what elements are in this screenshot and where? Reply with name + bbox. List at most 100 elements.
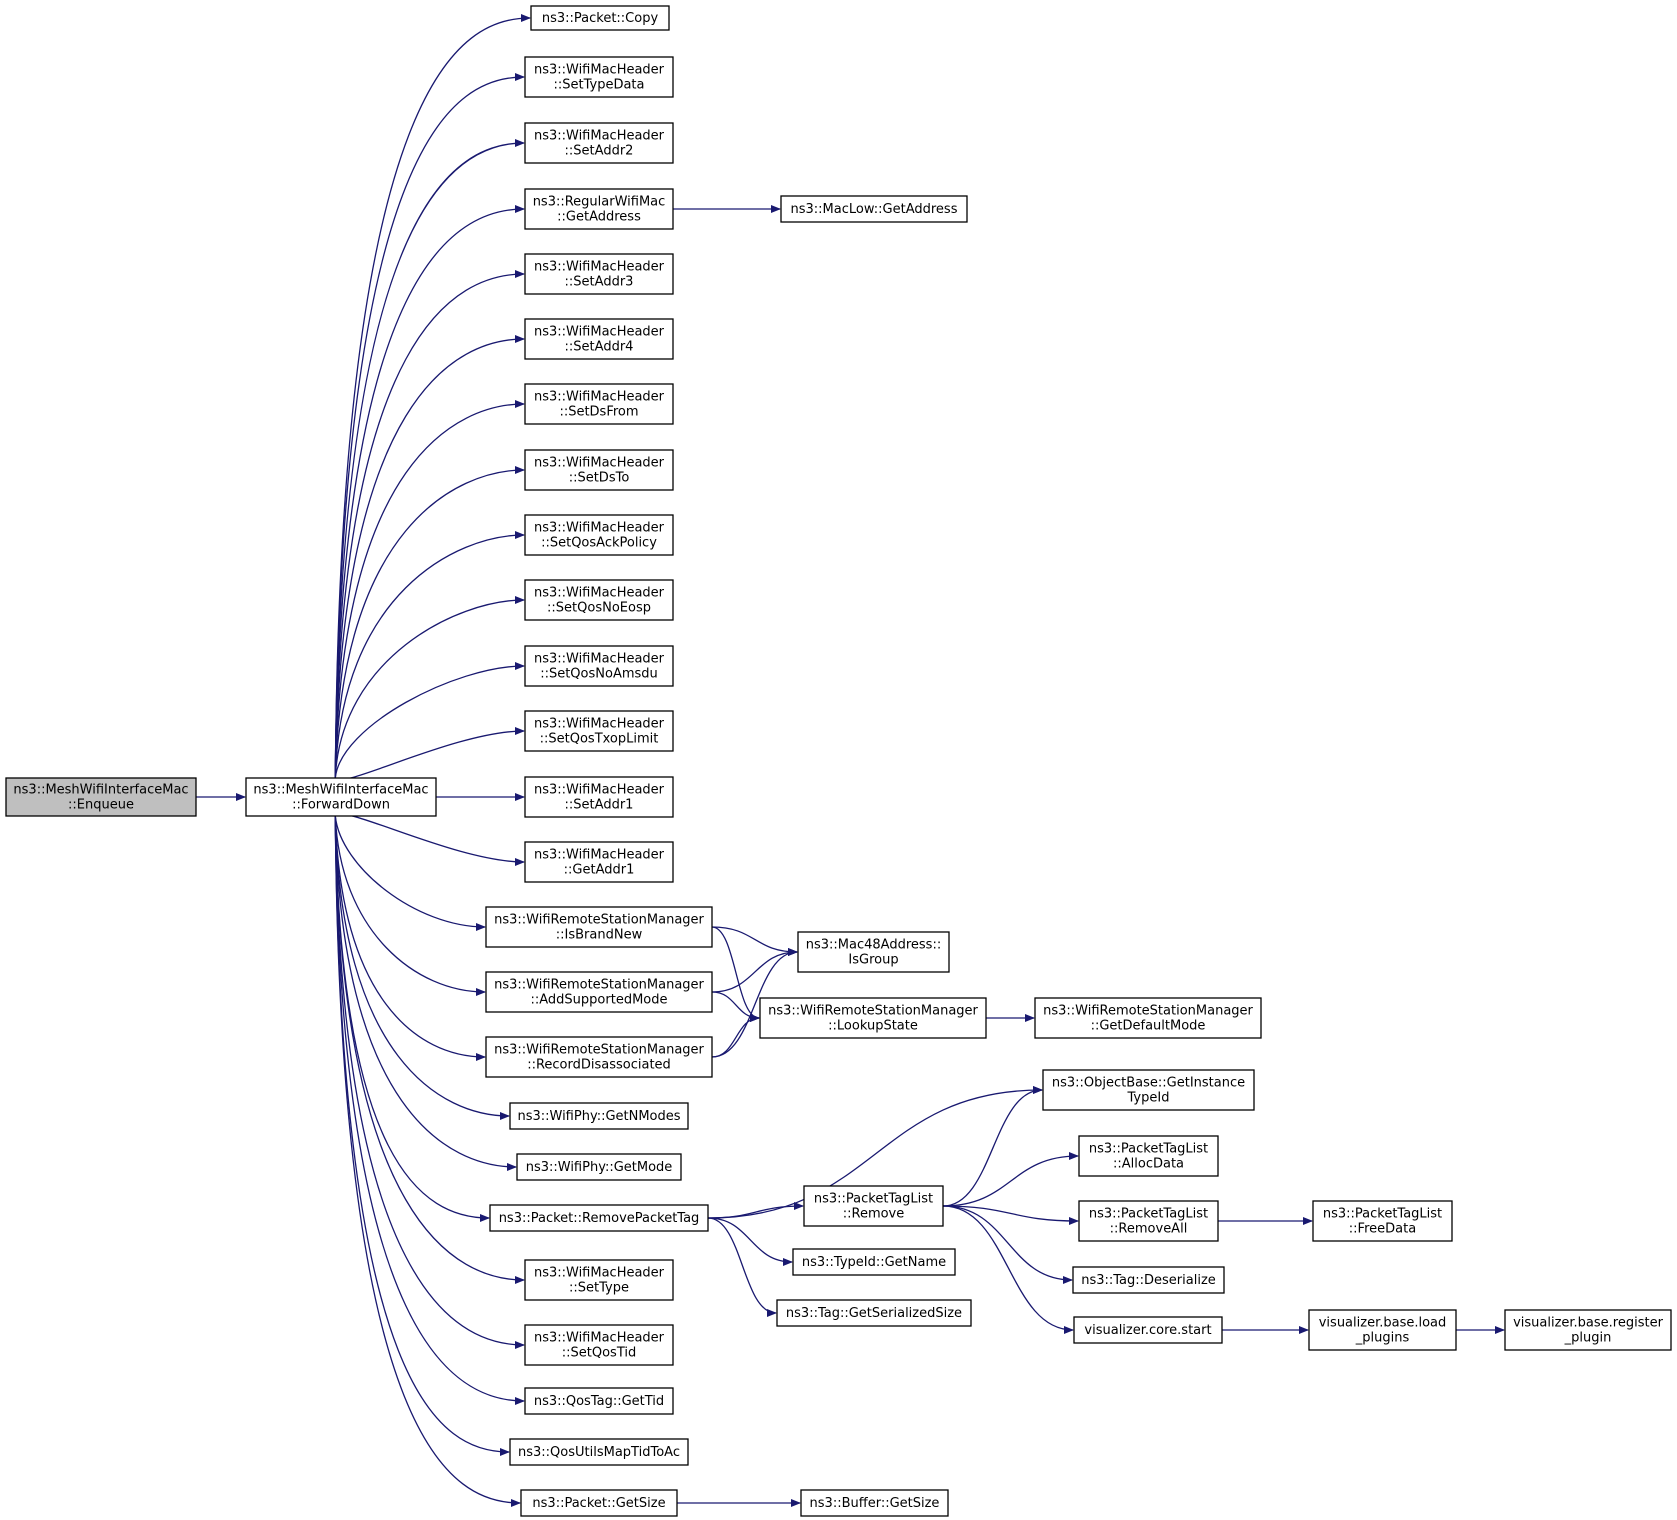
node-box bbox=[524, 1387, 674, 1415]
edge-n1-to-n26 bbox=[334, 815, 517, 1171]
node-label: ::GetAddress bbox=[557, 210, 641, 225]
node-ns3-wifimacheader-setaddr2[interactable]: ns3::WifiMacHeader::SetAddr2 bbox=[524, 122, 674, 164]
node-ns3-wifimacheader-setdsfrom[interactable]: ns3::WifiMacHeader::SetDsFrom bbox=[524, 383, 674, 425]
edge-n1-to-n13 bbox=[334, 662, 525, 779]
node-box bbox=[245, 777, 437, 817]
node-label: IsGroup bbox=[848, 953, 898, 968]
node-box bbox=[524, 1259, 674, 1301]
node-ns3-tag-deserialize[interactable]: ns3::Tag::Deserialize bbox=[1072, 1266, 1225, 1294]
node-label: ::IsBrandNew bbox=[556, 928, 643, 943]
edge-n22-to-n18 bbox=[711, 948, 798, 1058]
node-ns3-wifiremotestationmanager-recorddisassociated[interactable]: ns3::WifiRemoteStationManager::RecordDis… bbox=[485, 1036, 713, 1078]
node-ns3-packet-copy[interactable]: ns3::Packet::Copy bbox=[530, 5, 670, 31]
node-box bbox=[1078, 1135, 1219, 1177]
node-ns3-wifimacheader-settype[interactable]: ns3::WifiMacHeader::SetType bbox=[524, 1259, 674, 1301]
node-ns3-wifimacheader-getaddr1[interactable]: ns3::WifiMacHeader::GetAddr1 bbox=[524, 841, 674, 883]
node-label: visualizer.base.register bbox=[1513, 1316, 1664, 1331]
node-label: ns3::MeshWifiInterfaceMac bbox=[13, 783, 188, 798]
node-ns3-wifiremotestationmanager-addsupportedmode[interactable]: ns3::WifiRemoteStationManager::AddSuppor… bbox=[485, 971, 713, 1013]
node-box bbox=[1034, 997, 1262, 1039]
edge-n1-to-n38 bbox=[334, 815, 525, 1349]
node-ns3-wifiphy-getnmodes[interactable]: ns3::WifiPhy::GetNModes bbox=[509, 1102, 689, 1130]
node-label: ::SetDsFrom bbox=[559, 405, 638, 420]
node-label: visualizer.core.start bbox=[1084, 1323, 1211, 1338]
node-ns3-wifimacheader-setqosnoamsdu[interactable]: ns3::WifiMacHeader::SetQosNoAmsdu bbox=[524, 645, 674, 687]
edge-n17-to-n18 bbox=[711, 926, 798, 956]
node-ns3-typeid-getname[interactable]: ns3::TypeId::GetName bbox=[792, 1248, 956, 1276]
node-ns3-wifimacheader-setqostid[interactable]: ns3::WifiMacHeader::SetQosTid bbox=[524, 1324, 674, 1366]
node-ns3-meshwifiinterfacemac-forwarddown[interactable]: ns3::MeshWifiInterfaceMac::ForwardDown bbox=[245, 777, 437, 817]
node-visualizer-base-register-plugin[interactable]: visualizer.base.register_plugin bbox=[1504, 1309, 1672, 1351]
node-visualizer-core-start[interactable]: visualizer.core.start bbox=[1073, 1316, 1223, 1344]
node-label: ::FreeData bbox=[1349, 1222, 1416, 1237]
node-ns3-wifimacheader-setqostxoplimit[interactable]: ns3::WifiMacHeader::SetQosTxopLimit bbox=[524, 710, 674, 752]
node-label: ::SetAddr4 bbox=[565, 340, 634, 355]
graph-nodes: ns3::MeshWifiInterfaceMac::Enqueuens3::M… bbox=[5, 5, 1672, 1517]
node-box bbox=[509, 1102, 689, 1130]
node-box bbox=[485, 971, 713, 1013]
edge-n28-to-n31 bbox=[707, 1217, 793, 1266]
node-label: ns3::Packet::Copy bbox=[542, 11, 659, 26]
node-ns3-buffer-getsize[interactable]: ns3::Buffer::GetSize bbox=[800, 1489, 949, 1517]
edge-n1-to-n17 bbox=[334, 815, 486, 931]
node-box bbox=[1073, 1316, 1223, 1344]
node-label: _plugins bbox=[1355, 1331, 1410, 1346]
node-box bbox=[1308, 1309, 1457, 1351]
node-label: ns3::Tag::Deserialize bbox=[1081, 1273, 1216, 1288]
node-ns3-qosutilsmaptidtoac[interactable]: ns3::QosUtilsMapTidToAc bbox=[509, 1438, 689, 1466]
node-ns3-wifiremotestationmanager-lookupstate[interactable]: ns3::WifiRemoteStationManager::LookupSta… bbox=[759, 997, 987, 1039]
node-box bbox=[524, 1324, 674, 1366]
node-ns3-wifimacheader-setqosackpolicy[interactable]: ns3::WifiMacHeader::SetQosAckPolicy bbox=[524, 514, 674, 556]
node-ns3-mac48address-isgroup[interactable]: ns3::Mac48Address::IsGroup bbox=[797, 931, 950, 973]
node-label: ns3::QosTag::GetTid bbox=[534, 1394, 664, 1409]
node-ns3-maclow-getaddress[interactable]: ns3::MacLow::GetAddress bbox=[780, 195, 968, 223]
node-label: ::SetQosNoEosp bbox=[547, 601, 651, 616]
node-ns3-wifimacheader-setdsto[interactable]: ns3::WifiMacHeader::SetDsTo bbox=[524, 449, 674, 491]
node-ns3-packettaglist-remove[interactable]: ns3::PacketTagList::Remove bbox=[803, 1185, 944, 1227]
node-box bbox=[792, 1248, 956, 1276]
edge-n1-to-n9 bbox=[334, 400, 525, 779]
edge-n1-to-n24 bbox=[334, 815, 510, 1120]
node-label: ns3::WifiMacHeader bbox=[534, 717, 665, 732]
node-ns3-meshwifiinterfacemac-enqueue[interactable]: ns3::MeshWifiInterfaceMac::Enqueue bbox=[5, 777, 197, 817]
node-ns3-wifimacheader-setaddr3[interactable]: ns3::WifiMacHeader::SetAddr3 bbox=[524, 253, 674, 295]
edge-n1-to-n19 bbox=[334, 815, 486, 996]
node-label: ns3::WifiMacHeader bbox=[534, 325, 665, 340]
node-ns3-regularwifimac-getaddress[interactable]: ns3::RegularWifiMac::GetAddress bbox=[524, 188, 674, 230]
node-ns3-packet-removepackettag[interactable]: ns3::Packet::RemovePacketTag bbox=[489, 1204, 709, 1232]
node-label: ::AddSupportedMode bbox=[531, 993, 668, 1008]
node-ns3-wifimacheader-settypedata[interactable]: ns3::WifiMacHeader::SetTypeData bbox=[524, 56, 674, 98]
edge-n1-to-n4 bbox=[334, 139, 525, 779]
node-label: ::ForwardDown bbox=[292, 798, 390, 813]
node-ns3-tag-getserializedsize[interactable]: ns3::Tag::GetSerializedSize bbox=[776, 1299, 972, 1327]
node-ns3-wifimacheader-setqosnoeosp[interactable]: ns3::WifiMacHeader::SetQosNoEosp bbox=[524, 579, 674, 621]
edge-n27-to-n33 bbox=[942, 1205, 1073, 1284]
edge-n1-to-n12 bbox=[334, 596, 525, 779]
node-ns3-wifimacheader-setaddr1[interactable]: ns3::WifiMacHeader::SetAddr1 bbox=[524, 776, 674, 818]
node-ns3-wifiremotestationmanager-getdefaultmode[interactable]: ns3::WifiRemoteStationManager::GetDefaul… bbox=[1034, 997, 1262, 1039]
node-box bbox=[524, 710, 674, 752]
node-ns3-packettaglist-freedata[interactable]: ns3::PacketTagList::FreeData bbox=[1312, 1200, 1453, 1242]
node-label: ns3::WifiMacHeader bbox=[534, 390, 665, 405]
node-ns3-packet-getsize[interactable]: ns3::Packet::GetSize bbox=[520, 1489, 678, 1517]
node-ns3-qostag-gettid[interactable]: ns3::QosTag::GetTid bbox=[524, 1387, 674, 1415]
node-label: ::SetQosTxopLimit bbox=[540, 732, 659, 747]
node-label: ::SetAddr2 bbox=[565, 144, 634, 159]
node-ns3-wifiremotestationmanager-isbrandnew[interactable]: ns3::WifiRemoteStationManager::IsBrandNe… bbox=[485, 906, 713, 948]
node-box bbox=[524, 253, 674, 295]
node-label: ns3::WifiMacHeader bbox=[534, 652, 665, 667]
node-visualizer-base-load-plugins[interactable]: visualizer.base.load_plugins bbox=[1308, 1309, 1457, 1351]
node-ns3-packettaglist-removeall[interactable]: ns3::PacketTagList::RemoveAll bbox=[1078, 1200, 1219, 1242]
node-box bbox=[759, 997, 987, 1039]
node-box bbox=[1042, 1069, 1255, 1111]
node-box bbox=[800, 1489, 949, 1517]
node-box bbox=[524, 122, 674, 164]
node-label: ::SetAddr3 bbox=[565, 275, 634, 290]
node-ns3-wifiphy-getmode[interactable]: ns3::WifiPhy::GetMode bbox=[516, 1153, 682, 1181]
node-label: ns3::WifiPhy::GetMode bbox=[526, 1160, 673, 1175]
node-ns3-wifimacheader-setaddr4[interactable]: ns3::WifiMacHeader::SetAddr4 bbox=[524, 318, 674, 360]
node-ns3-packettaglist-allocdata[interactable]: ns3::PacketTagList::AllocData bbox=[1078, 1135, 1219, 1177]
node-label: ns3::WifiMacHeader bbox=[534, 260, 665, 275]
edge-n1-to-n14 bbox=[334, 727, 525, 781]
